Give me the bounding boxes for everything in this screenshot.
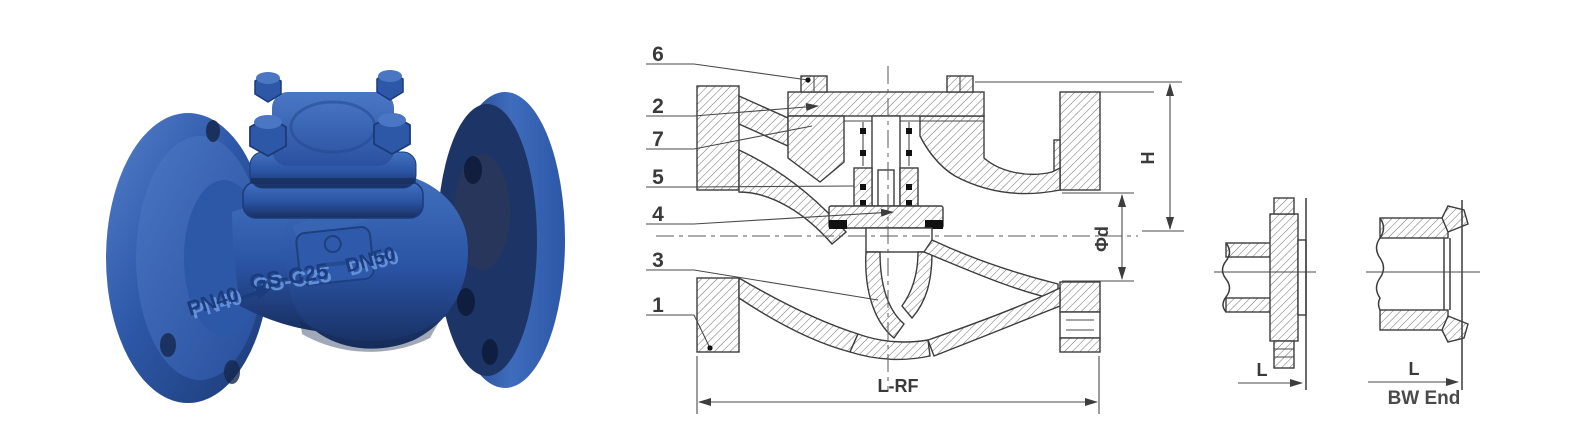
callout-2: 2 xyxy=(646,95,819,118)
callout-3: 3 xyxy=(646,249,879,301)
callout-number-1: 1 xyxy=(652,294,664,317)
photo-left-flange xyxy=(106,113,270,403)
body-right-flange-upper xyxy=(1059,91,1101,191)
callout-6: 6 xyxy=(646,43,811,83)
photo-bonnet xyxy=(242,70,424,219)
bonnet-neck-left xyxy=(787,115,845,183)
bw-end-caption: BW End xyxy=(1388,388,1461,409)
bolt-hole xyxy=(160,333,176,357)
product-photo: ​ GS-C25 GS-C25 DN50 DN50 PN40 PN40 xyxy=(106,70,565,403)
bonnet-bolt-left xyxy=(800,75,828,93)
flange-slab xyxy=(1269,213,1299,342)
callout-number-7: 7 xyxy=(652,128,664,151)
riser-wall-right xyxy=(901,251,933,320)
detail-bw-end: L BW End xyxy=(1366,200,1480,409)
dim-label-bore: Φd xyxy=(1092,226,1112,252)
raised-face xyxy=(1297,239,1307,316)
callout-number-6: 6 xyxy=(652,43,664,66)
callout-7: 7 xyxy=(646,125,813,151)
upper-right-wall xyxy=(919,115,1061,195)
riser-wall-left xyxy=(865,251,905,340)
bolt-hole xyxy=(482,339,498,365)
callout-1: 1 xyxy=(646,294,713,351)
callout-number-3: 3 xyxy=(652,249,664,272)
bonnet-bolt-right xyxy=(946,75,974,93)
body-left-flange-lower xyxy=(696,277,740,353)
logo-mark xyxy=(323,235,342,254)
callout-number-2: 2 xyxy=(652,95,664,118)
body-left-flange-upper xyxy=(696,85,740,191)
bolt-back-left xyxy=(254,72,282,103)
floor-left xyxy=(738,276,859,353)
dim-label-face-to-face: L-RF xyxy=(878,376,919,396)
callout-number-4: 4 xyxy=(652,203,664,226)
bolt-front-right xyxy=(373,113,411,156)
body-right-flange-lower xyxy=(1059,281,1101,313)
dimension-height: H xyxy=(975,81,1184,232)
pipe-break-line xyxy=(1375,217,1385,311)
bolt-hole xyxy=(206,120,220,142)
cross-section-drawing: 6 2 7 5 4 xyxy=(646,43,1480,414)
callout-number-5: 5 xyxy=(652,166,664,189)
disc-seal-left xyxy=(829,220,847,229)
flow-direction-arrow xyxy=(240,286,271,301)
dim-label-height: H xyxy=(1138,152,1158,165)
floor-bottom xyxy=(849,333,931,361)
pipe-break-line xyxy=(1221,242,1231,313)
main-section xyxy=(656,66,1138,392)
guide-pins xyxy=(860,128,912,206)
floor-right xyxy=(927,286,1061,357)
bolt-hole xyxy=(457,288,475,316)
seat-ring xyxy=(865,227,933,253)
partition-wall xyxy=(922,239,1059,301)
bonnet-slab xyxy=(787,91,985,117)
callouts: 6 2 7 5 4 xyxy=(646,43,894,351)
dimension-face-to-face: L-RF xyxy=(696,356,1100,414)
disc-seal-right xyxy=(925,220,943,229)
detail-flange-dim-l: L xyxy=(1238,360,1303,387)
bolt-hole xyxy=(224,360,240,384)
dimension-bore: Φd xyxy=(1062,192,1134,282)
bolt-back-right xyxy=(376,70,404,101)
dim-label-bw-l: L xyxy=(1409,359,1420,379)
callout-5: 5 xyxy=(646,166,855,189)
detail-flange-end: L xyxy=(1214,197,1316,390)
inlet-funnel-wall xyxy=(738,148,847,245)
dim-label-flange-l: L xyxy=(1257,360,1268,380)
bolt-hole xyxy=(464,156,482,184)
bolt-front-left xyxy=(249,115,287,158)
photo-nameplate xyxy=(295,226,375,286)
photo-right-flange xyxy=(437,92,565,388)
callout-4: 4 xyxy=(646,203,894,226)
detail-bw-dim-l: L xyxy=(1368,359,1459,386)
